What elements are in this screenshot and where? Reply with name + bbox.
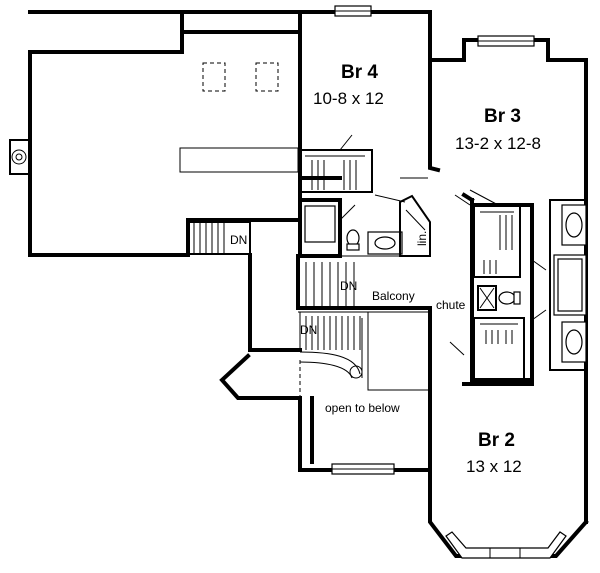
chute-label: chute [436, 298, 466, 312]
hall-bath [498, 199, 587, 371]
open-to-below-label: open to below [325, 401, 400, 415]
lower-stair [299, 312, 430, 391]
br4-closet [299, 134, 373, 193]
br2-bay-window [445, 531, 567, 559]
br4-name: Br 4 [341, 62, 378, 83]
left-stair [187, 221, 251, 255]
br3-name: Br 3 [484, 106, 521, 127]
balcony-label: Balcony [372, 289, 415, 303]
knee-wall [179, 147, 299, 173]
dn-center-label: DN [340, 279, 357, 293]
bathroom [298, 194, 430, 258]
linen-label: lin. [415, 231, 429, 246]
br4-window [334, 5, 372, 17]
br2-name: Br 2 [478, 430, 515, 451]
dn-left-label: DN [230, 233, 247, 247]
flue-icon [9, 139, 31, 175]
hall-doors [400, 177, 471, 206]
skylight-icons [202, 62, 279, 92]
linen-closet: lin. [399, 194, 431, 257]
br4-dims: 10-8 x 12 [313, 89, 384, 108]
br3-window [477, 35, 535, 47]
dn-lower-label: DN [300, 323, 317, 337]
br2-closet [449, 317, 525, 381]
br3-closet [469, 189, 521, 278]
open-to-below-walls [298, 310, 432, 475]
stair-bay [219, 348, 302, 400]
laundry-chute [477, 285, 497, 311]
balcony-stair [296, 254, 432, 313]
br3-dims: 13-2 x 12-8 [455, 134, 541, 153]
br2-dims: 13 x 12 [466, 457, 522, 476]
